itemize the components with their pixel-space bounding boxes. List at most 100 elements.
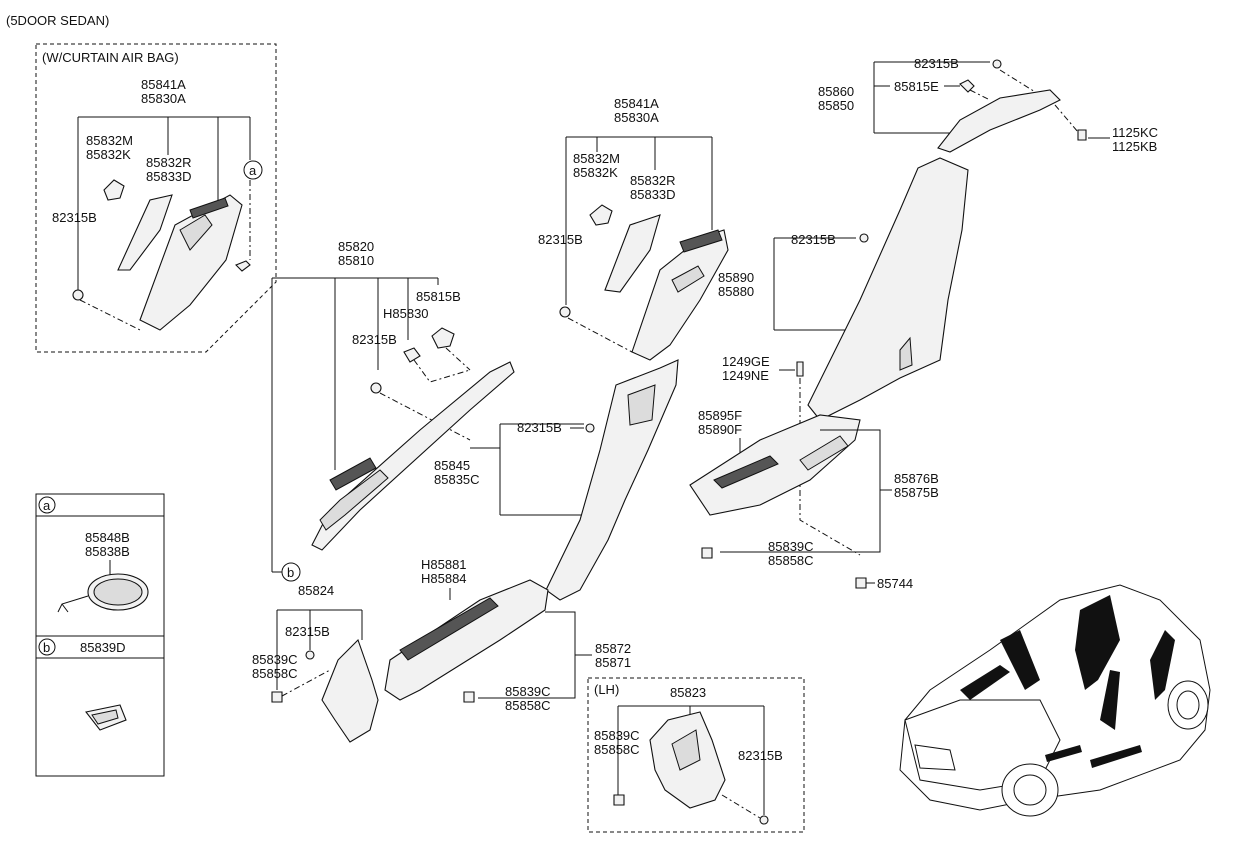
leader-ap bbox=[271, 277, 439, 573]
legend-b-marker bbox=[38, 638, 56, 656]
part-label-k-82315B: 82315B bbox=[285, 624, 330, 639]
screw-1125KC bbox=[1077, 129, 1087, 141]
part-label-rs-85839C: 85839C bbox=[768, 539, 814, 554]
part-label-c-85880: 85880 bbox=[718, 284, 754, 299]
legend-box bbox=[35, 493, 165, 777]
part-label-fs-85858C: 85858C bbox=[505, 698, 551, 713]
legend-a-key: a bbox=[43, 498, 51, 513]
part-label-lh-85839C: 85839C bbox=[594, 728, 640, 743]
part-label-k-85858C: 85858C bbox=[252, 666, 298, 681]
part-label-rear-85850: 85850 bbox=[818, 98, 854, 113]
c-pillar-trim bbox=[807, 157, 969, 421]
pillar-trim-cab bbox=[139, 194, 243, 331]
part-label-b-85835C: 85835C bbox=[434, 472, 480, 487]
clip-part-cab bbox=[103, 179, 125, 201]
part-label-mid-85832M: 85832M bbox=[573, 151, 620, 166]
part-label-ap-85815B: 85815B bbox=[416, 289, 461, 304]
callout-a-cab bbox=[243, 160, 263, 180]
clip-85839C-lh bbox=[613, 794, 625, 806]
part-label-rs-85858C: 85858C bbox=[768, 553, 814, 568]
pillar-trim-mid bbox=[631, 229, 729, 361]
part-label-lh-82315B: 82315B bbox=[738, 748, 783, 763]
part-label-ap-H85830: H85830 bbox=[383, 306, 429, 321]
part-label-b-85845: 85845 bbox=[434, 458, 470, 473]
part-label-rs-85890F: 85890F bbox=[698, 422, 742, 437]
part-label-rs-85876B: 85876B bbox=[894, 471, 939, 486]
b-pillar-lower-trim bbox=[545, 359, 679, 601]
part-label-lh-85823: 85823 bbox=[670, 685, 706, 700]
part-label-rear-85860: 85860 bbox=[818, 84, 854, 99]
leader-k bbox=[276, 609, 363, 690]
kick-panel bbox=[321, 638, 379, 743]
clip-85815B bbox=[431, 327, 455, 349]
callout-b bbox=[281, 562, 301, 582]
screw-82315B-c bbox=[859, 233, 869, 243]
part-label-ap-85810: 85810 bbox=[338, 253, 374, 268]
screw-82315B-mid bbox=[559, 306, 571, 318]
part-label-rear-82315B: 82315B bbox=[914, 56, 959, 71]
part-label-mid-85832R: 85832R bbox=[630, 173, 676, 188]
part-label-rear-1125KB: 1125KB bbox=[1112, 139, 1157, 154]
part-label-k-85824: 85824 bbox=[298, 583, 334, 598]
part-label-cab-85832K: 85832K bbox=[86, 147, 131, 162]
lh-box bbox=[587, 677, 805, 833]
leader-rear bbox=[873, 61, 990, 134]
legend-a-part-1: 85848B bbox=[85, 530, 130, 545]
part-label-ap-85820: 85820 bbox=[338, 239, 374, 254]
screw-1249GE bbox=[796, 361, 804, 377]
clip-H85830 bbox=[403, 347, 421, 363]
clip-85839C-rs bbox=[701, 547, 713, 559]
callout-a-cab-letter: a bbox=[249, 163, 257, 178]
part-label-cab-85833D: 85833D bbox=[146, 169, 192, 184]
front-scuff-trim bbox=[384, 579, 549, 701]
part-label-k-85839C: 85839C bbox=[252, 652, 298, 667]
car-illustration bbox=[899, 584, 1211, 817]
screw-82315B-k bbox=[305, 650, 315, 660]
leader-b bbox=[470, 423, 586, 516]
part-label-lh-85858C: 85858C bbox=[594, 742, 640, 757]
part-label-rear-85815E: 85815E bbox=[894, 79, 939, 94]
screw-82315B-lh bbox=[759, 815, 769, 825]
part-label-fs-85839C: 85839C bbox=[505, 684, 551, 699]
part-label-cab-85830A: 85830A bbox=[141, 91, 186, 106]
part-label-fs-H85884: H85884 bbox=[421, 571, 467, 586]
legend-b-key: b bbox=[43, 640, 50, 655]
legend-a-part-2: 85838B bbox=[85, 544, 130, 559]
leader-mid bbox=[565, 136, 713, 305]
screw-82315B-b bbox=[585, 423, 595, 433]
clip-85744 bbox=[855, 577, 867, 589]
leader-lh bbox=[617, 705, 765, 815]
inner-pillar-cover-mid bbox=[604, 214, 661, 293]
part-label-mid-85830A: 85830A bbox=[614, 110, 659, 125]
part-label-mid-85841A: 85841A bbox=[614, 96, 659, 111]
part-label-mid-85833D: 85833D bbox=[630, 187, 676, 202]
screw-82315B-rear bbox=[992, 59, 1002, 69]
legend-b-part-1: 85839D bbox=[80, 640, 126, 655]
part-label-fs-85871: 85871 bbox=[595, 655, 631, 670]
part-label-cab-85832R: 85832R bbox=[146, 155, 192, 170]
part-label-rs-85895F: 85895F bbox=[698, 408, 742, 423]
part-label-mid-85832K: 85832K bbox=[573, 165, 618, 180]
leader-c bbox=[773, 237, 856, 331]
clip-85839C-k bbox=[271, 691, 283, 703]
part-label-ap-82315B: 82315B bbox=[352, 332, 397, 347]
screw-82315B-cab bbox=[72, 289, 84, 301]
part-label-cab-85841A: 85841A bbox=[141, 77, 186, 92]
clip-part-mid bbox=[589, 204, 613, 226]
part-label-rs-85744: 85744 bbox=[877, 576, 913, 591]
lh-heading: (LH) bbox=[594, 682, 619, 697]
curtain-airbag-box bbox=[35, 43, 277, 353]
legend-a-marker bbox=[38, 496, 56, 514]
rear-pillar-upper-trim bbox=[937, 89, 1061, 153]
a-pillar-trim bbox=[311, 361, 515, 551]
inner-pillar-cover-cab bbox=[117, 194, 173, 271]
diagram-title: (5DOOR SEDAN) bbox=[6, 13, 109, 28]
clip-85839C-fs bbox=[463, 691, 475, 703]
part-label-c-82315B: 82315B bbox=[791, 232, 836, 247]
part-label-c-1249NE: 1249NE bbox=[722, 368, 769, 383]
part-label-cab-85832M: 85832M bbox=[86, 133, 133, 148]
part-label-fs-H85881: H85881 bbox=[421, 557, 467, 572]
part-label-c-85890: 85890 bbox=[718, 270, 754, 285]
part-label-rear-1125KC: 1125KC bbox=[1112, 125, 1158, 140]
